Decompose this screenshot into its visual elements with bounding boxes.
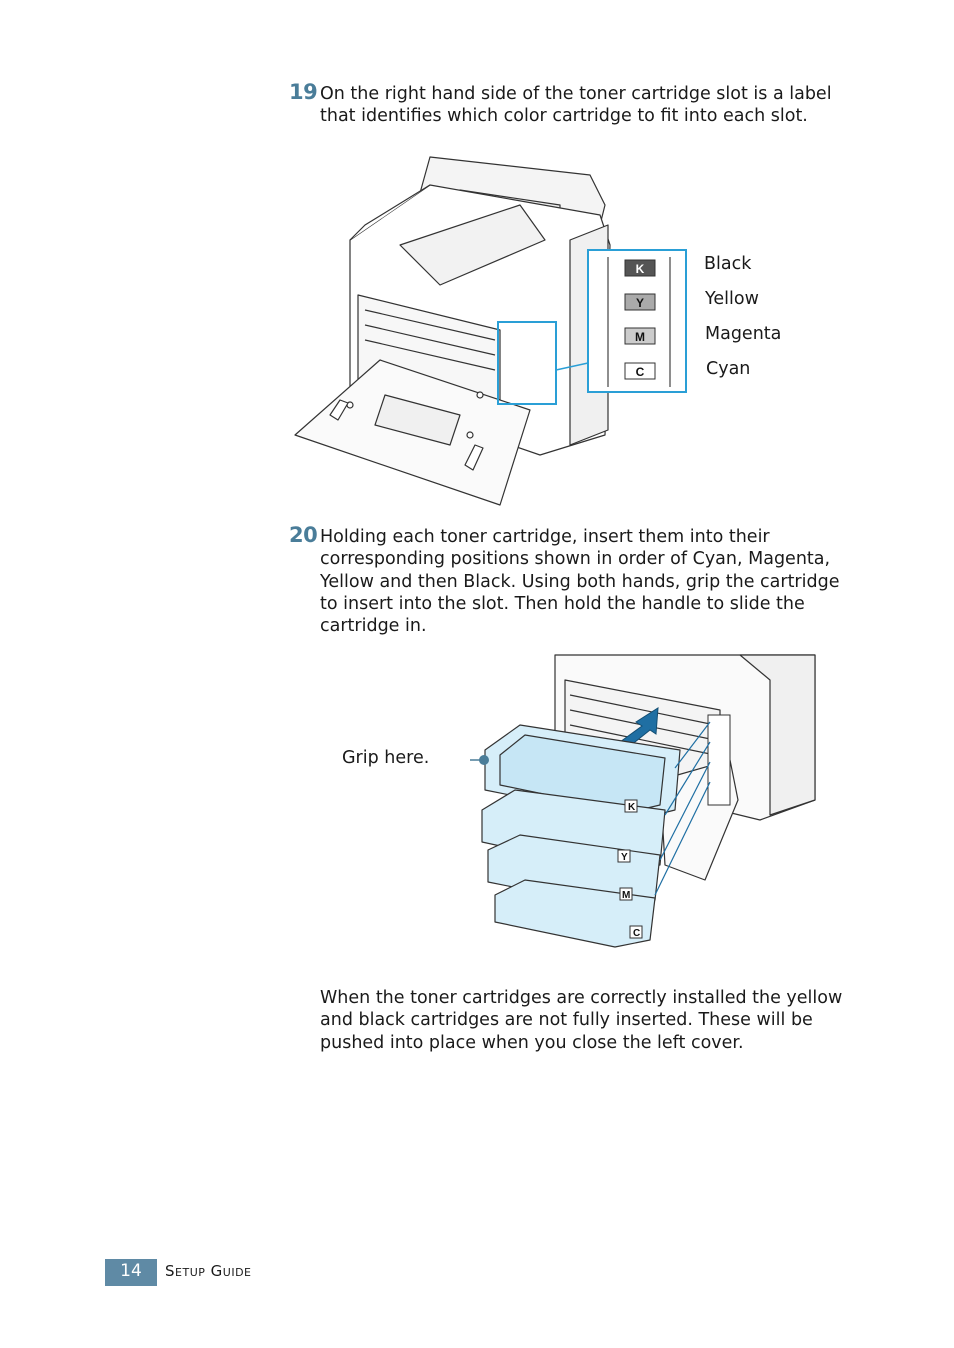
cartridge-code-k: K [628, 802, 636, 813]
cartridge-code-c: C [633, 928, 640, 939]
label-name-yellow: Yellow [705, 289, 759, 309]
cartridge-code-y: Y [621, 852, 628, 863]
step-number: 20 [289, 523, 318, 547]
cartridge-insertion-illustration: K Y M C [470, 654, 816, 948]
text-line: Holding each toner cartridge, insert the… [320, 527, 770, 547]
text-line: corresponding positions shown in order o… [320, 549, 831, 570]
cartridge-code-m: M [622, 890, 630, 901]
printer-slot-label-illustration: K Y M C [294, 156, 687, 506]
installation-note: When the toner cartridges are correctly … [320, 987, 860, 1054]
label-chip-k: K [636, 262, 645, 276]
step-19-text: On the right hand side of the toner cart… [320, 83, 860, 128]
page-number: 14 [105, 1259, 157, 1286]
grip-here-callout: Grip here. [342, 748, 430, 768]
text-line: cartridge in. [320, 616, 427, 637]
text-line: that identifies which color cartridge to… [320, 106, 808, 127]
step-number: 19 [289, 80, 318, 104]
text-line: Yellow and then Black. Using both hands,… [320, 571, 840, 592]
text-line: and black cartridges are not fully inser… [320, 1010, 813, 1031]
footer-title: Setup Guide [165, 1262, 252, 1280]
label-name-cyan: Cyan [706, 359, 751, 379]
text-line: On the right hand side of the toner cart… [320, 84, 832, 104]
label-name-magenta: Magenta [705, 324, 782, 344]
text-line: to insert into the slot. Then hold the h… [320, 593, 805, 614]
label-chip-y: Y [636, 296, 644, 310]
step-20-text: Holding each toner cartridge, insert the… [320, 526, 860, 637]
label-chip-m: M [635, 330, 645, 344]
text-line: pushed into place when you close the lef… [320, 1032, 744, 1053]
label-name-black: Black [704, 254, 752, 274]
text-line: When the toner cartridges are correctly … [320, 988, 843, 1008]
label-chip-c: C [636, 365, 645, 379]
